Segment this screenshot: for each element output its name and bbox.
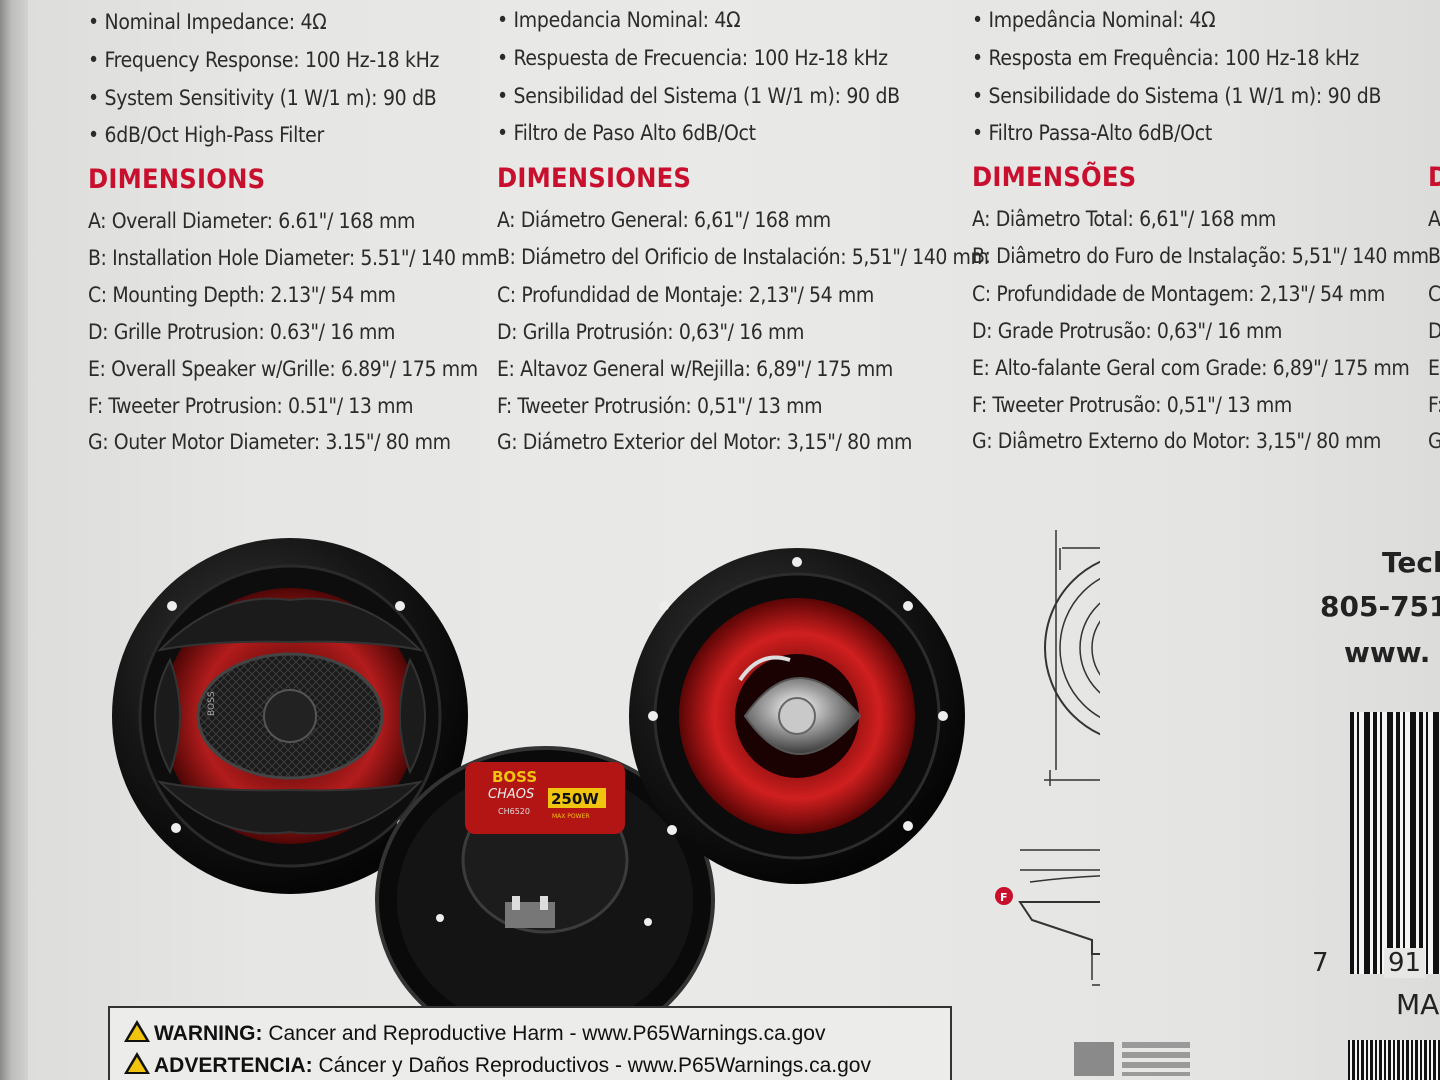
cutoff-letter: E: [1428, 356, 1440, 380]
cutoff-letter: A [1428, 207, 1440, 231]
model-fragment: MA [1396, 988, 1440, 1021]
gray-swatch [1074, 1042, 1114, 1076]
diagram-markers: B A E D F C G [995, 887, 1013, 905]
striped-swatch [1122, 1042, 1190, 1076]
label-model: CH6520 [498, 807, 530, 816]
box-edge-shadow [0, 0, 28, 1080]
spec-impedance: • Impedância Nominal: 4Ω [972, 8, 1216, 32]
dim-d: D: Grille Protrusion: 0.63"/ 16 mm [88, 320, 396, 344]
cutoff-letter: G [1428, 429, 1440, 453]
speaker-front-view [629, 548, 965, 884]
magnet-label [465, 762, 625, 834]
speaker-rear-view: BOSS CHAOS CH6520 250W MAX POWER [375, 746, 715, 1054]
dim-e: E: Alto-falante Geral com Grade: 6,89"/ … [972, 356, 1410, 380]
dim-b: B: Diámetro del Orificio de Instalación:… [497, 245, 989, 269]
spec-frequency: • Respuesta de Frecuencia: 100 Hz-18 kHz [497, 46, 888, 70]
advertencia-label: ADVERTENCIA: [154, 1054, 313, 1077]
dim-c: C: Profundidade de Montagem: 2,13"/ 54 m… [972, 282, 1385, 306]
warning-triangle-icon [124, 1052, 150, 1074]
dim-g: G: Outer Motor Diameter: 3.15"/ 80 mm [88, 430, 451, 454]
prop65-warning-box: WARNING: Cancer and Reproductive Harm - … [108, 1006, 952, 1080]
speaker-with-grille: BOSS [112, 538, 468, 894]
dimensions-heading: DIMENSÕES [972, 162, 1137, 193]
warning-label: WARNING: [154, 1022, 263, 1045]
dimension-diagrams [1018, 530, 1100, 986]
cutoff-letter: D [1428, 319, 1440, 343]
dim-c: C: Mounting Depth: 2.13"/ 54 mm [88, 283, 396, 307]
dim-e: E: Overall Speaker w/Grille: 6.89"/ 175 … [88, 357, 478, 381]
dim-a: A: Diâmetro Total: 6,61"/ 168 mm [972, 207, 1276, 231]
dimensions-heading: DIMENSIONS [88, 164, 266, 195]
spec-sensitivity: • System Sensitivity (1 W/1 m): 90 dB [88, 86, 437, 110]
cutoff-letter: C [1428, 282, 1440, 306]
tech-website: www. [1344, 636, 1431, 669]
tech-title: Tech [1382, 546, 1440, 579]
spec-impedance: • Impedancia Nominal: 4Ω [497, 8, 741, 32]
spec-frequency: • Frequency Response: 100 Hz-18 kHz [88, 48, 440, 72]
warning-spanish: ADVERTENCIA: Cáncer y Daños Reproductivo… [124, 1052, 871, 1078]
barcode-left-digit: 7 [1312, 948, 1329, 978]
advertencia-text: Cáncer y Daños Reproductivos - www.P65Wa… [312, 1054, 871, 1077]
dim-b: B: Diâmetro do Furo de Instalação: 5,51"… [972, 244, 1429, 268]
dim-c: C: Profundidad de Montaje: 2,13"/ 54 mm [497, 283, 874, 307]
spec-impedance: • Nominal Impedance: 4Ω [88, 10, 327, 34]
marker-f: F [1000, 891, 1008, 904]
label-power-sub: MAX POWER [552, 813, 590, 820]
barcode [1350, 712, 1440, 974]
speaker-illustration: BOSS BOSS CHAOS CH6520 250W MAX POWER [112, 530, 1100, 1054]
label-power: 250W [551, 790, 599, 808]
dim-a: A: Overall Diameter: 6.61"/ 168 mm [88, 209, 415, 233]
dim-f: F: Tweeter Protrusion: 0.51"/ 13 mm [88, 394, 414, 418]
dim-f: F: Tweeter Protrusión: 0,51"/ 13 mm [497, 394, 823, 418]
dim-b: B: Installation Hole Diameter: 5.51"/ 14… [88, 246, 498, 270]
dim-f: F: Tweeter Protrusão: 0,51"/ 13 mm [972, 393, 1292, 417]
spec-filter: • Filtro Passa-Alto 6dB/Oct [972, 121, 1212, 145]
dim-d: D: Grade Protrusão: 0,63"/ 16 mm [972, 319, 1283, 343]
spec-filter: • Filtro de Paso Alto 6dB/Oct [497, 121, 756, 145]
warning-english: WARNING: Cancer and Reproductive Harm - … [124, 1020, 825, 1046]
grille-logo: BOSS [207, 691, 217, 716]
label-brand: BOSS [492, 768, 537, 786]
cutoff-letter: B [1428, 244, 1440, 268]
tech-phone: 805-751- [1320, 590, 1440, 623]
spec-sensitivity: • Sensibilidad del Sistema (1 W/1 m): 90… [497, 84, 900, 108]
spec-sensitivity: • Sensibilidade do Sistema (1 W/1 m): 90… [972, 84, 1382, 108]
spec-frequency: • Resposta em Frequência: 100 Hz-18 kHz [972, 46, 1360, 70]
dim-a: A: Diámetro General: 6,61"/ 168 mm [497, 208, 831, 232]
cutoff-letter: F: [1428, 393, 1440, 417]
dim-e: E: Altavoz General w/Rejilla: 6,89"/ 175… [497, 357, 893, 381]
dim-g: G: Diâmetro Externo do Motor: 3,15"/ 80 … [972, 429, 1382, 453]
small-barcode [1348, 1040, 1440, 1080]
dimensions-heading: DIMENSIONES [497, 163, 692, 194]
barcode-right-digits: 91 [1384, 948, 1426, 978]
spec-filter: • 6dB/Oct High-Pass Filter [88, 123, 324, 147]
dim-g: G: Diámetro Exterior del Motor: 3,15"/ 8… [497, 430, 912, 454]
dim-d: D: Grilla Protrusión: 0,63"/ 16 mm [497, 320, 805, 344]
warning-triangle-icon [124, 1020, 150, 1042]
cutoff-heading: D [1428, 162, 1440, 193]
label-series: CHAOS [488, 787, 534, 802]
warning-text: Cancer and Reproductive Harm - www.P65Wa… [262, 1022, 826, 1045]
